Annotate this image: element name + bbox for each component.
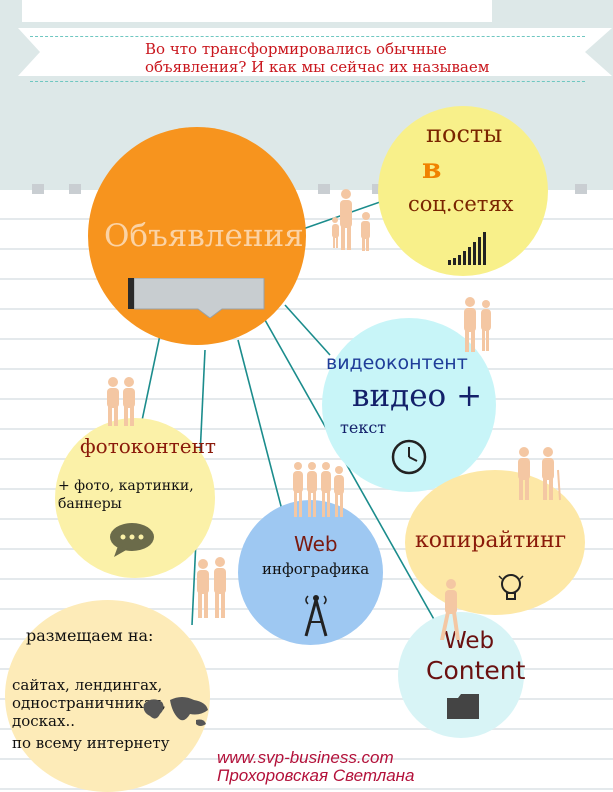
hub-label: Объявления	[104, 218, 304, 254]
placement-circle	[5, 600, 210, 792]
connector-video	[284, 304, 331, 356]
pin	[69, 184, 81, 194]
people-silhouette-family	[332, 189, 370, 251]
dashed-line-bottom	[30, 81, 585, 82]
placement-line-1: сайтах, лендингах,	[12, 676, 163, 694]
footer-author: Прохоровская Светлана	[217, 766, 415, 785]
people-silhouette-elderly	[518, 447, 561, 501]
people-silhouette-couple	[464, 297, 491, 352]
video-title: видеоконтент	[326, 352, 468, 374]
people-silhouette-pair-left	[107, 377, 135, 426]
ribbon-top	[22, 0, 492, 22]
infographic-sub: инфографика	[262, 560, 370, 578]
connector-infographic	[237, 339, 283, 511]
photo-line-1: + фото, картинки,	[58, 478, 194, 494]
webcontent-line-2: Content	[426, 656, 526, 685]
infographic-title: Web	[294, 532, 338, 556]
connector-webcontent	[264, 319, 441, 631]
copywriting-title: копирайтинг	[415, 528, 567, 553]
speech-bubble-icon	[110, 523, 154, 557]
photo-title: фотоконтент	[80, 434, 216, 458]
copywriting-circle	[405, 470, 585, 615]
footer-site: www.svp-business.com	[217, 748, 394, 767]
placement-line-3: досках..	[12, 712, 75, 730]
placement-line-4: по всему интернету	[12, 734, 170, 752]
folder-icon	[447, 694, 479, 719]
webcontent-line-1: Web	[444, 628, 495, 654]
social-label-1: посты	[426, 120, 503, 148]
page-title-line-1: Во что трансформировались обычные	[145, 40, 447, 58]
radio-tower-icon	[304, 595, 328, 637]
video-big: видео +	[352, 378, 483, 414]
world-map-icon	[143, 697, 208, 726]
ribbon-banner	[18, 28, 612, 76]
clock-icon	[391, 439, 427, 475]
placement-line-2: одностраничниках,	[12, 694, 166, 712]
photo-line-2: баннеры	[58, 496, 122, 512]
video-small: текст	[340, 418, 387, 437]
social-label-3: соц.сетях	[408, 192, 514, 216]
social-circle	[378, 106, 548, 276]
people-silhouette-group	[293, 462, 344, 517]
dashed-line-top	[30, 36, 585, 37]
signal-bars-icon	[448, 232, 486, 265]
placement-title: размещаем на:	[26, 626, 154, 645]
people-silhouette-walker	[440, 579, 460, 640]
hub-tag	[128, 278, 266, 318]
pin	[318, 184, 330, 194]
pin	[575, 184, 587, 194]
page-title-line-2: объявления? И как мы сейчас их называем	[145, 58, 490, 76]
pin	[32, 184, 44, 194]
light-bulb-icon	[498, 574, 524, 600]
page-title: Во что трансформировались обычные объявл…	[145, 40, 489, 76]
people-silhouette-pair-bottom	[197, 557, 226, 618]
connector-photo	[139, 334, 161, 431]
photo-circle	[55, 418, 215, 578]
social-label-2: в	[422, 152, 442, 185]
